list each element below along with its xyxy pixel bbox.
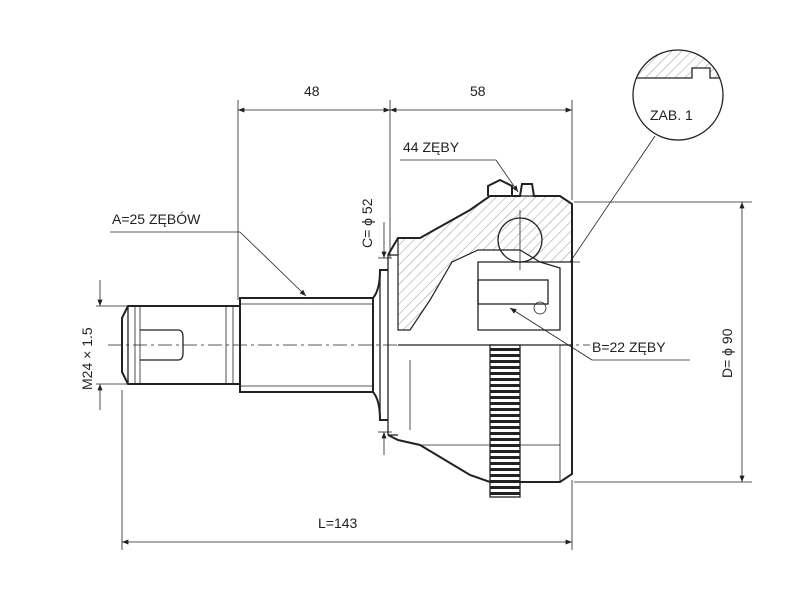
dim-48-label: 48 [304,83,320,99]
abs-tooth [490,486,520,489]
abs-tooth [490,396,520,399]
label-detail: ZAB. 1 [650,107,693,123]
dim-c-label: C= ϕ 52 [359,198,375,248]
joint-housing [387,178,573,483]
abs-tooth [490,468,520,471]
callout-spline-a: A=25 ZĘBÓW [110,211,307,297]
abs-tooth [490,420,520,423]
abs-tooth [490,480,520,483]
label-spline-b: B=22 ZĘBY [592,339,666,355]
abs-tooth [490,432,520,435]
abs-tooth [490,462,520,465]
abs-tooth [490,390,520,393]
dim-length-label: L=143 [318,515,358,531]
callout-spline-b: B=22 ZĘBY [509,307,690,361]
abs-tooth [490,378,520,381]
label-spline-a: A=25 ZĘBÓW [112,211,201,227]
abs-tooth [490,366,520,369]
abs-tooth [490,426,520,429]
dimension-d: D= ϕ 90 [574,201,752,483]
abs-tooth [490,492,520,495]
dimension-thread: M24 × 1.5 [79,280,128,410]
dim-58-label: 58 [470,83,486,99]
detail-zab1: ZAB. 1 [560,49,724,263]
abs-tooth [490,408,520,411]
abs-tooth [490,372,520,375]
abs-tooth [490,450,520,453]
abs-tone-ring [489,344,521,498]
abs-tooth [490,348,520,351]
label-teeth-44: 44 ZĘBY [403,139,460,155]
abs-tooth [490,384,520,387]
abs-tooth [490,474,520,477]
abs-tooth [490,360,520,363]
abs-tooth [490,444,520,447]
dim-thread-label: M24 × 1.5 [79,327,95,390]
abs-tooth [490,354,520,357]
dimension-48: 48 [237,83,391,300]
abs-tooth [490,414,520,417]
dimension-58: 58 [390,83,573,200]
callout-teeth-44: 44 ZĘBY [400,139,519,193]
dimension-length: L=143 [121,390,573,550]
dimension-c: C= ϕ 52 [359,198,392,455]
dim-d-label: D= ϕ 90 [719,328,735,378]
threaded-end [121,305,241,385]
abs-tooth [490,438,520,441]
abs-tooth [490,402,520,405]
splined-shaft [239,255,389,435]
abs-tooth [490,456,520,459]
